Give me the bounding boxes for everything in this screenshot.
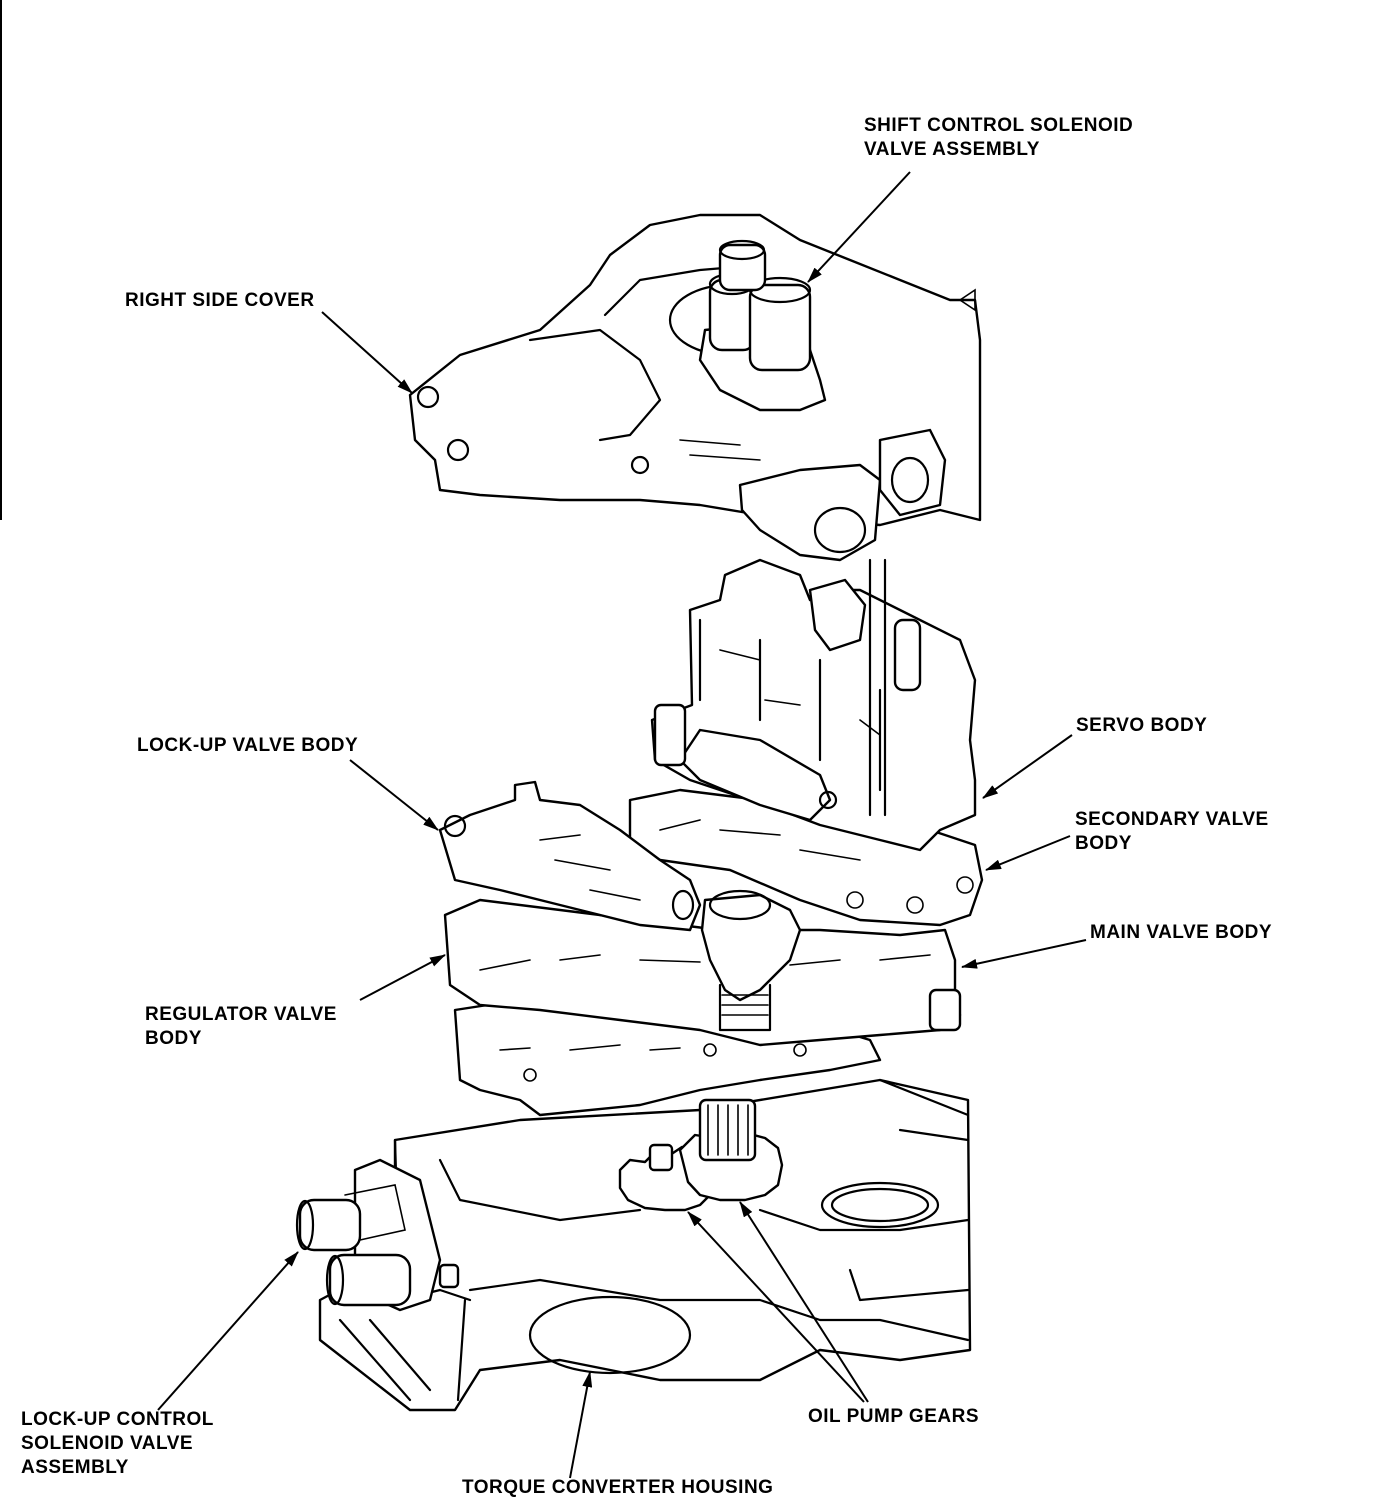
label-lockup-control-line1: LOCK-UP CONTROL (21, 1409, 214, 1430)
label-regulator-line2: BODY (145, 1028, 202, 1049)
lockup-valve-body-part (438, 780, 702, 932)
label-main-valve-body: MAIN VALVE BODY (1090, 922, 1273, 943)
label-shift-control-line2: VALVE ASSEMBLY (864, 139, 1040, 160)
shift-solenoids-part (698, 239, 827, 412)
label-regulator-line1: REGULATOR VALVE (145, 1004, 337, 1025)
label-servo-body: SERVO BODY (1076, 715, 1208, 736)
label-lockup-control-line3: ASSEMBLY (21, 1457, 129, 1478)
label-torque-converter-housing: TORQUE CONVERTER HOUSING (462, 1477, 774, 1498)
guide-rod (868, 558, 887, 817)
leader-arrows (157, 171, 1087, 1479)
torque-converter-housing-part (318, 1078, 972, 1412)
label-lockup-control-line2: SOLENOID VALVE (21, 1433, 194, 1454)
label-secondary-valve-line2: BODY (1075, 833, 1132, 854)
label-secondary-valve-line1: SECONDARY VALVE (1075, 809, 1269, 830)
lockup-solenoid-part (295, 1158, 460, 1312)
oil-pump-gears-part (618, 1098, 784, 1212)
label-shift-control-line1: SHIFT CONTROL SOLENOID (864, 115, 1134, 136)
label-right-side-cover: RIGHT SIDE COVER (125, 290, 315, 311)
label-lockup-valve-body: LOCK-UP VALVE BODY (137, 735, 359, 756)
regulator-valve-body-part (443, 889, 962, 1047)
label-oil-pump-gears: OIL PUMP GEARS (808, 1406, 979, 1427)
servo-body-part (650, 558, 977, 852)
right-side-cover-part (408, 213, 982, 562)
